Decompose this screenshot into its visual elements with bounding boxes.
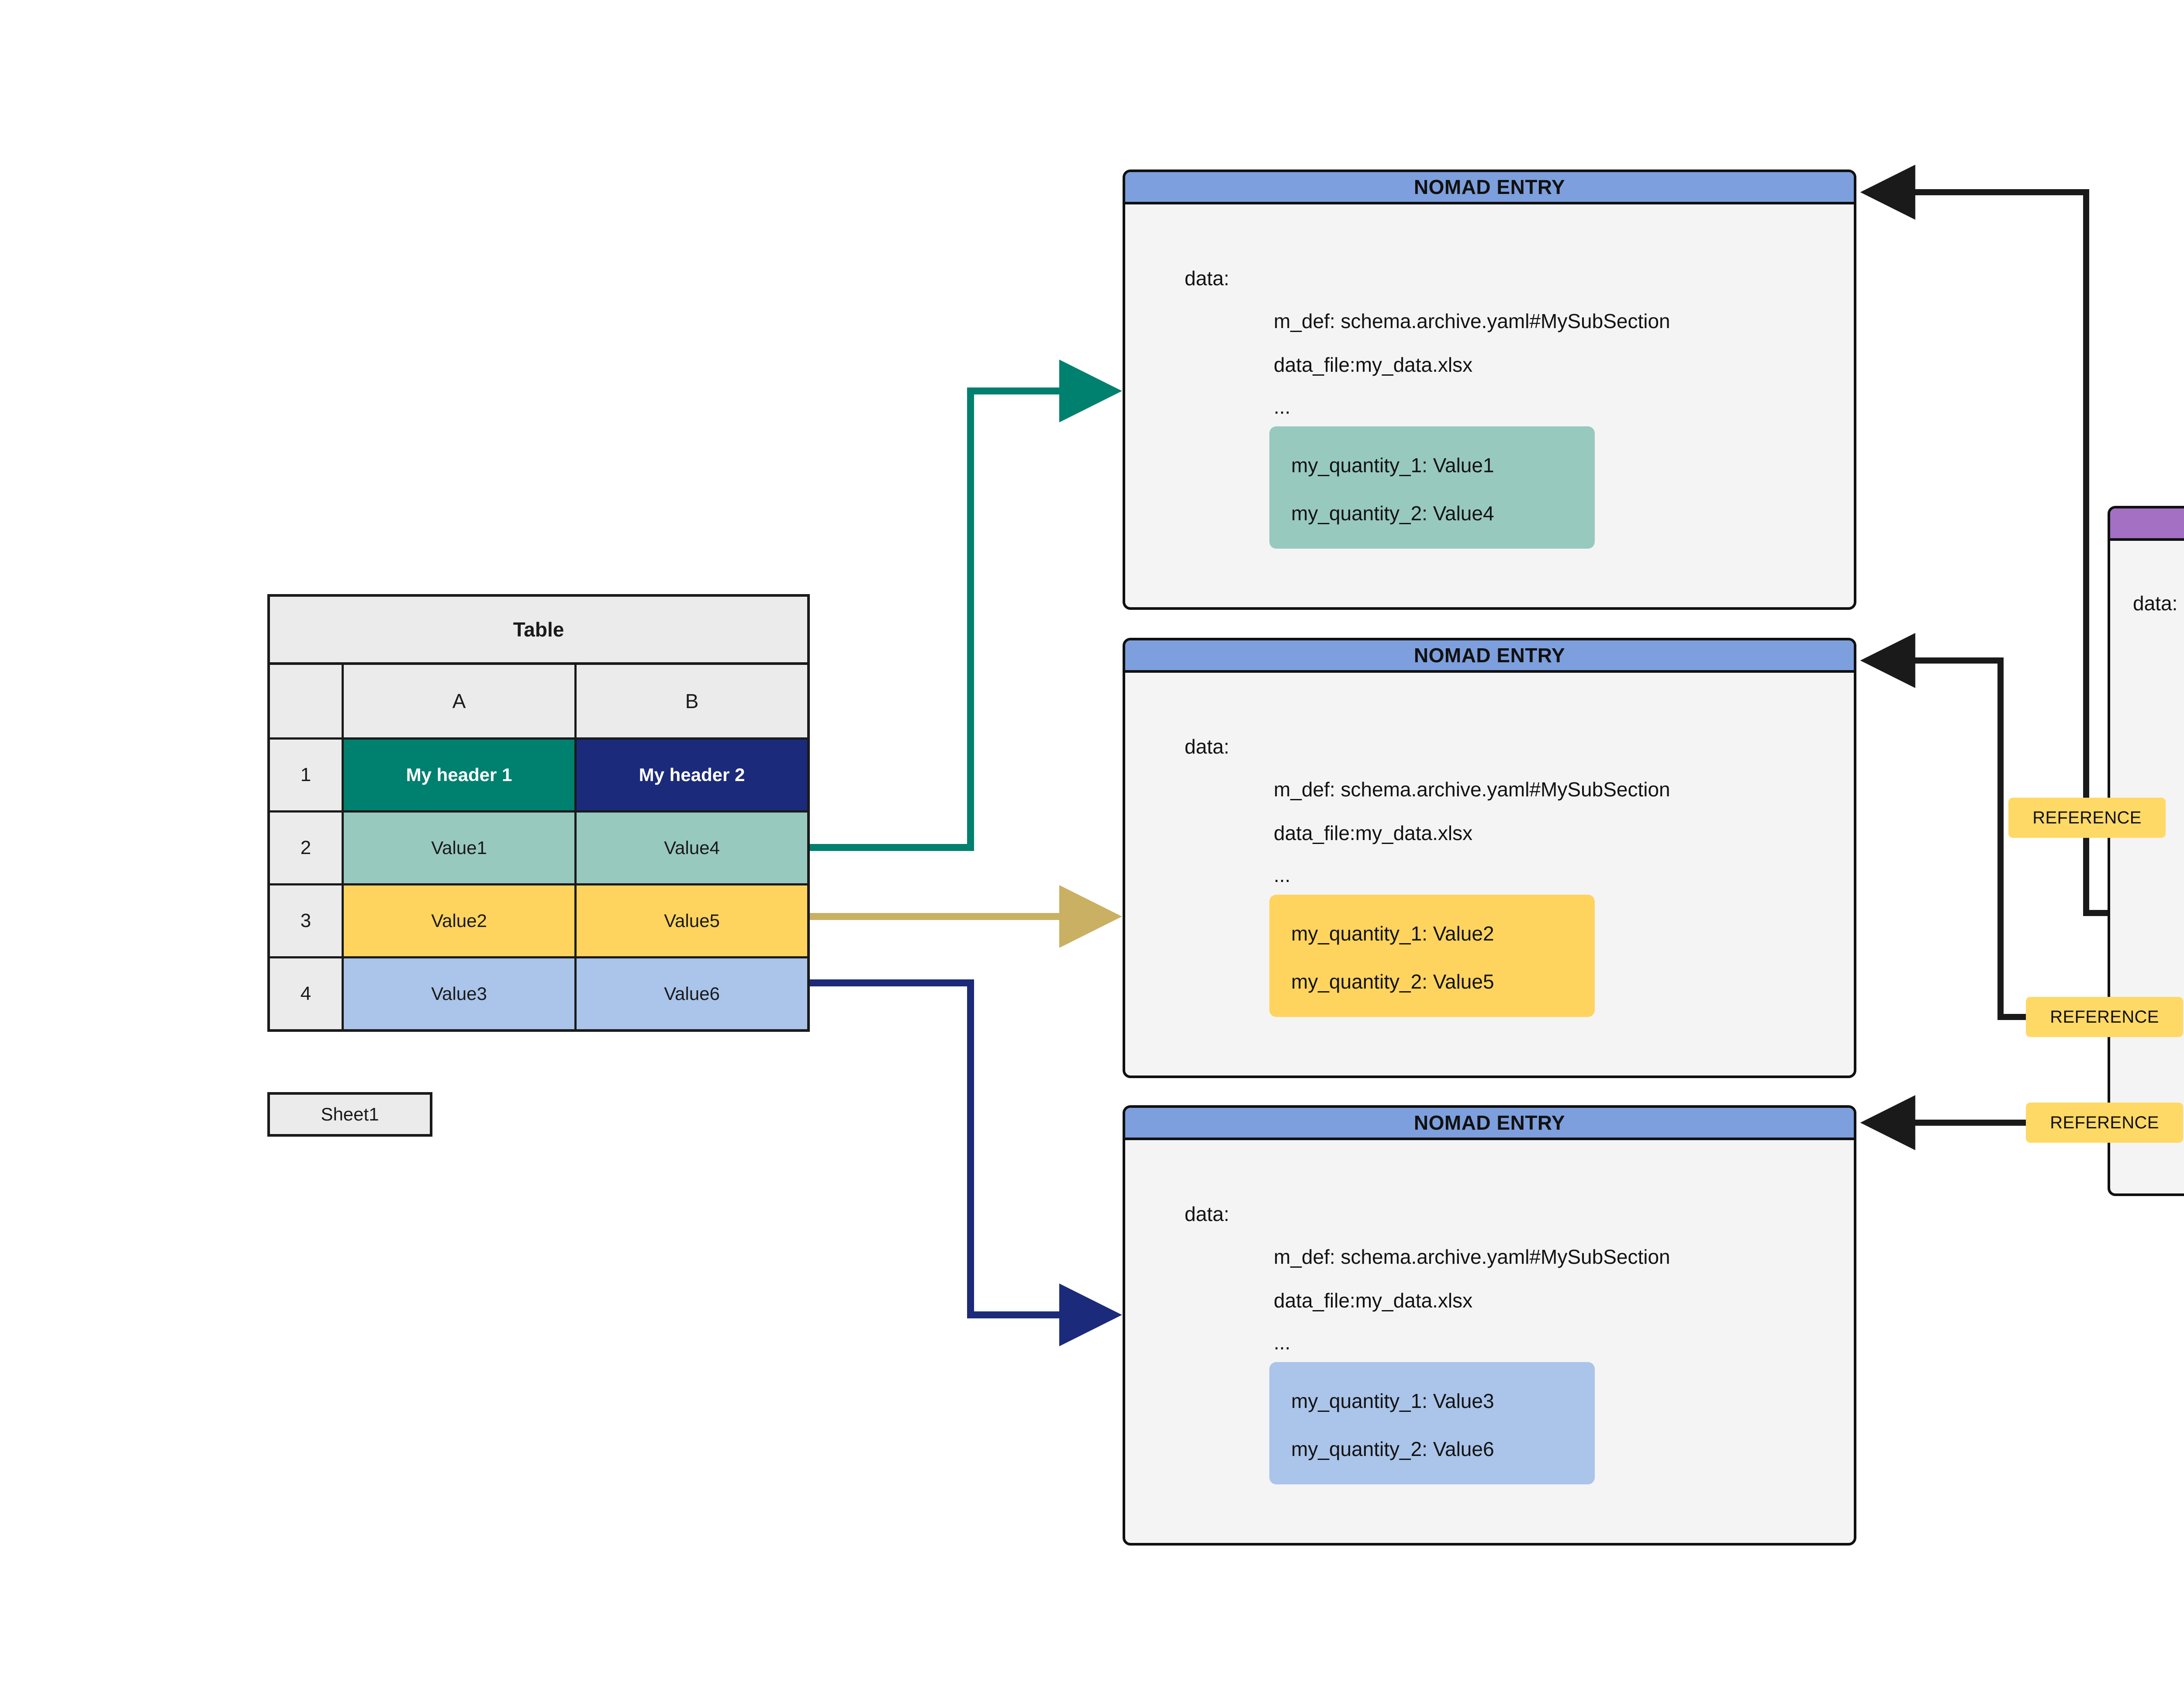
cell-a3[interactable]: Value2: [344, 885, 577, 956]
entry-2-title: NOMAD ENTRY: [1125, 640, 1854, 673]
column-header-b: B: [577, 665, 807, 737]
entry-2-quantity-box: my_quantity_1: Value2 my_quantity_2: Val…: [1269, 895, 1595, 1017]
entry-3-body: data: m_def: schema.archive.yaml#MySubSe…: [1125, 1140, 1854, 1543]
main-entry-title: NOMAD ENTRY: [2110, 508, 2184, 541]
entry-1-ellipsis: ...: [1274, 395, 1291, 418]
entry-1-data-label: data:: [1185, 267, 1230, 290]
entry-3-data-label: data:: [1185, 1203, 1230, 1225]
cell-b4[interactable]: Value6: [577, 958, 807, 1029]
cell-a1[interactable]: My header 1: [344, 740, 577, 810]
entry-3-quantity-box: my_quantity_1: Value3 my_quantity_2: Val…: [1269, 1362, 1595, 1484]
nomad-entry-card-main: NOMAD ENTRY data: m_def: schema.archive.…: [2108, 506, 2184, 1196]
entry-1-data-file: data_file:my_data.xlsx: [1274, 353, 1473, 376]
entry-1-quantity-box: my_quantity_1: Value1 my_quantity_2: Val…: [1269, 426, 1595, 549]
table-row: 3 Value2 Value5: [270, 885, 807, 958]
sheet-tab-sheet1[interactable]: Sheet1: [267, 1092, 432, 1137]
row-label-2: 2: [270, 813, 344, 883]
nomad-entry-card-2: NOMAD ENTRY data: m_def: schema.archive.…: [1123, 638, 1856, 1078]
entry-3-ellipsis: ...: [1274, 1331, 1291, 1354]
entry-2-quantity-1: my_quantity_1: Value2: [1291, 922, 1494, 945]
column-header-a: A: [344, 665, 577, 737]
entry-3-m-def: m_def: schema.archive.yaml#MySubSection: [1274, 1245, 1670, 1268]
connector-row2-to-entry1: [810, 360, 1122, 851]
entry-1-title: NOMAD ENTRY: [1125, 172, 1854, 204]
entry-3-quantity-2: my_quantity_2: Value6: [1291, 1438, 1494, 1460]
entry-3-quantity-1: my_quantity_1: Value3: [1291, 1390, 1494, 1412]
entry-1-m-def: m_def: schema.archive.yaml#MySubSection: [1274, 310, 1670, 332]
entry-3-title: NOMAD ENTRY: [1125, 1108, 1854, 1140]
entry-2-ellipsis: ...: [1274, 864, 1291, 886]
reference-label-2: REFERENCE: [2026, 997, 2183, 1037]
entry-2-m-def: m_def: schema.archive.yaml#MySubSection: [1274, 778, 1670, 801]
cell-b3[interactable]: Value5: [577, 885, 807, 956]
spreadsheet-title: Table: [270, 597, 807, 665]
entry-1-body: data: m_def: schema.archive.yaml#MySubSe…: [1125, 204, 1854, 607]
connector-row4-to-entry3: [810, 979, 1122, 1346]
main-entry-data-label: data:: [2133, 592, 2178, 615]
nomad-entry-card-3: NOMAD ENTRY data: m_def: schema.archive.…: [1123, 1105, 1856, 1546]
nomad-entry-card-1: NOMAD ENTRY data: m_def: schema.archive.…: [1123, 169, 1856, 610]
table-row: 1 My header 1 My header 2: [270, 740, 807, 813]
reference-label-3: REFERENCE: [2026, 1103, 2183, 1143]
entry-1-quantity-2: my_quantity_2: Value4: [1291, 502, 1494, 525]
reference-label-1: REFERENCE: [2008, 798, 2166, 838]
entry-2-body: data: m_def: schema.archive.yaml#MySubSe…: [1125, 673, 1854, 1076]
row-label-1: 1: [270, 740, 344, 810]
entry-1-quantity-1: my_quantity_1: Value1: [1291, 454, 1494, 477]
entry-2-data-label: data:: [1185, 735, 1230, 758]
row-label-3: 3: [270, 885, 344, 956]
corner-cell: [270, 665, 344, 737]
cell-b1[interactable]: My header 2: [577, 740, 807, 810]
table-row: 2 Value1 Value4: [270, 813, 807, 885]
table-row: 4 Value3 Value6: [270, 958, 807, 1029]
spreadsheet-column-header-row: A B: [270, 665, 807, 740]
main-entry-body: data: m_def: schema.archive.yaml#MySecti…: [2110, 541, 2184, 1193]
entry-3-data-file: data_file:my_data.xlsx: [1274, 1289, 1473, 1312]
row-label-4: 4: [270, 958, 344, 1029]
cell-a2[interactable]: Value1: [344, 813, 577, 883]
cell-b2[interactable]: Value4: [577, 813, 807, 883]
cell-a4[interactable]: Value3: [344, 958, 577, 1029]
entry-2-data-file: data_file:my_data.xlsx: [1274, 822, 1473, 844]
spreadsheet-table: Table A B 1 My header 1 My header 2 2 Va…: [267, 594, 810, 1032]
entry-2-quantity-2: my_quantity_2: Value5: [1291, 970, 1494, 993]
